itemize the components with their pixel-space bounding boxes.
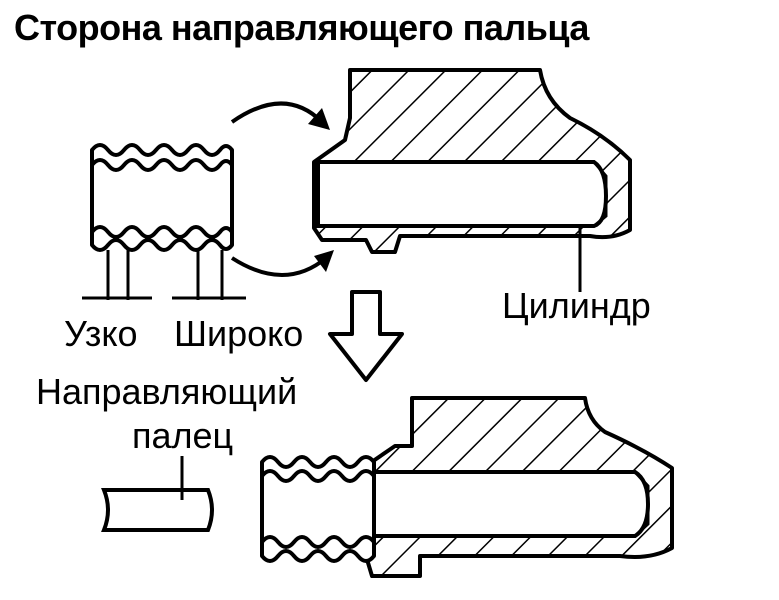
guide-pin <box>101 488 214 532</box>
label-guide-pin-line2: палец <box>132 415 234 456</box>
insert-arrows <box>230 101 328 277</box>
label-cylinder: Цилиндр <box>502 285 651 326</box>
caliper-housing-bottom <box>358 396 674 578</box>
bushing-top <box>90 143 234 252</box>
diagram-title: Сторона направляющего пальца <box>14 7 589 48</box>
arrow-head-lower <box>314 250 334 272</box>
label-guide-pin-line1: Направляющий <box>36 371 298 412</box>
arrow-head-upper <box>308 108 330 130</box>
caliper-housing-top <box>312 68 632 254</box>
label-narrow: Узко <box>64 313 138 354</box>
bushing-installed <box>260 455 376 563</box>
dimension-lines <box>82 250 246 300</box>
label-wide: Широко <box>174 313 304 354</box>
down-arrow <box>328 290 404 382</box>
